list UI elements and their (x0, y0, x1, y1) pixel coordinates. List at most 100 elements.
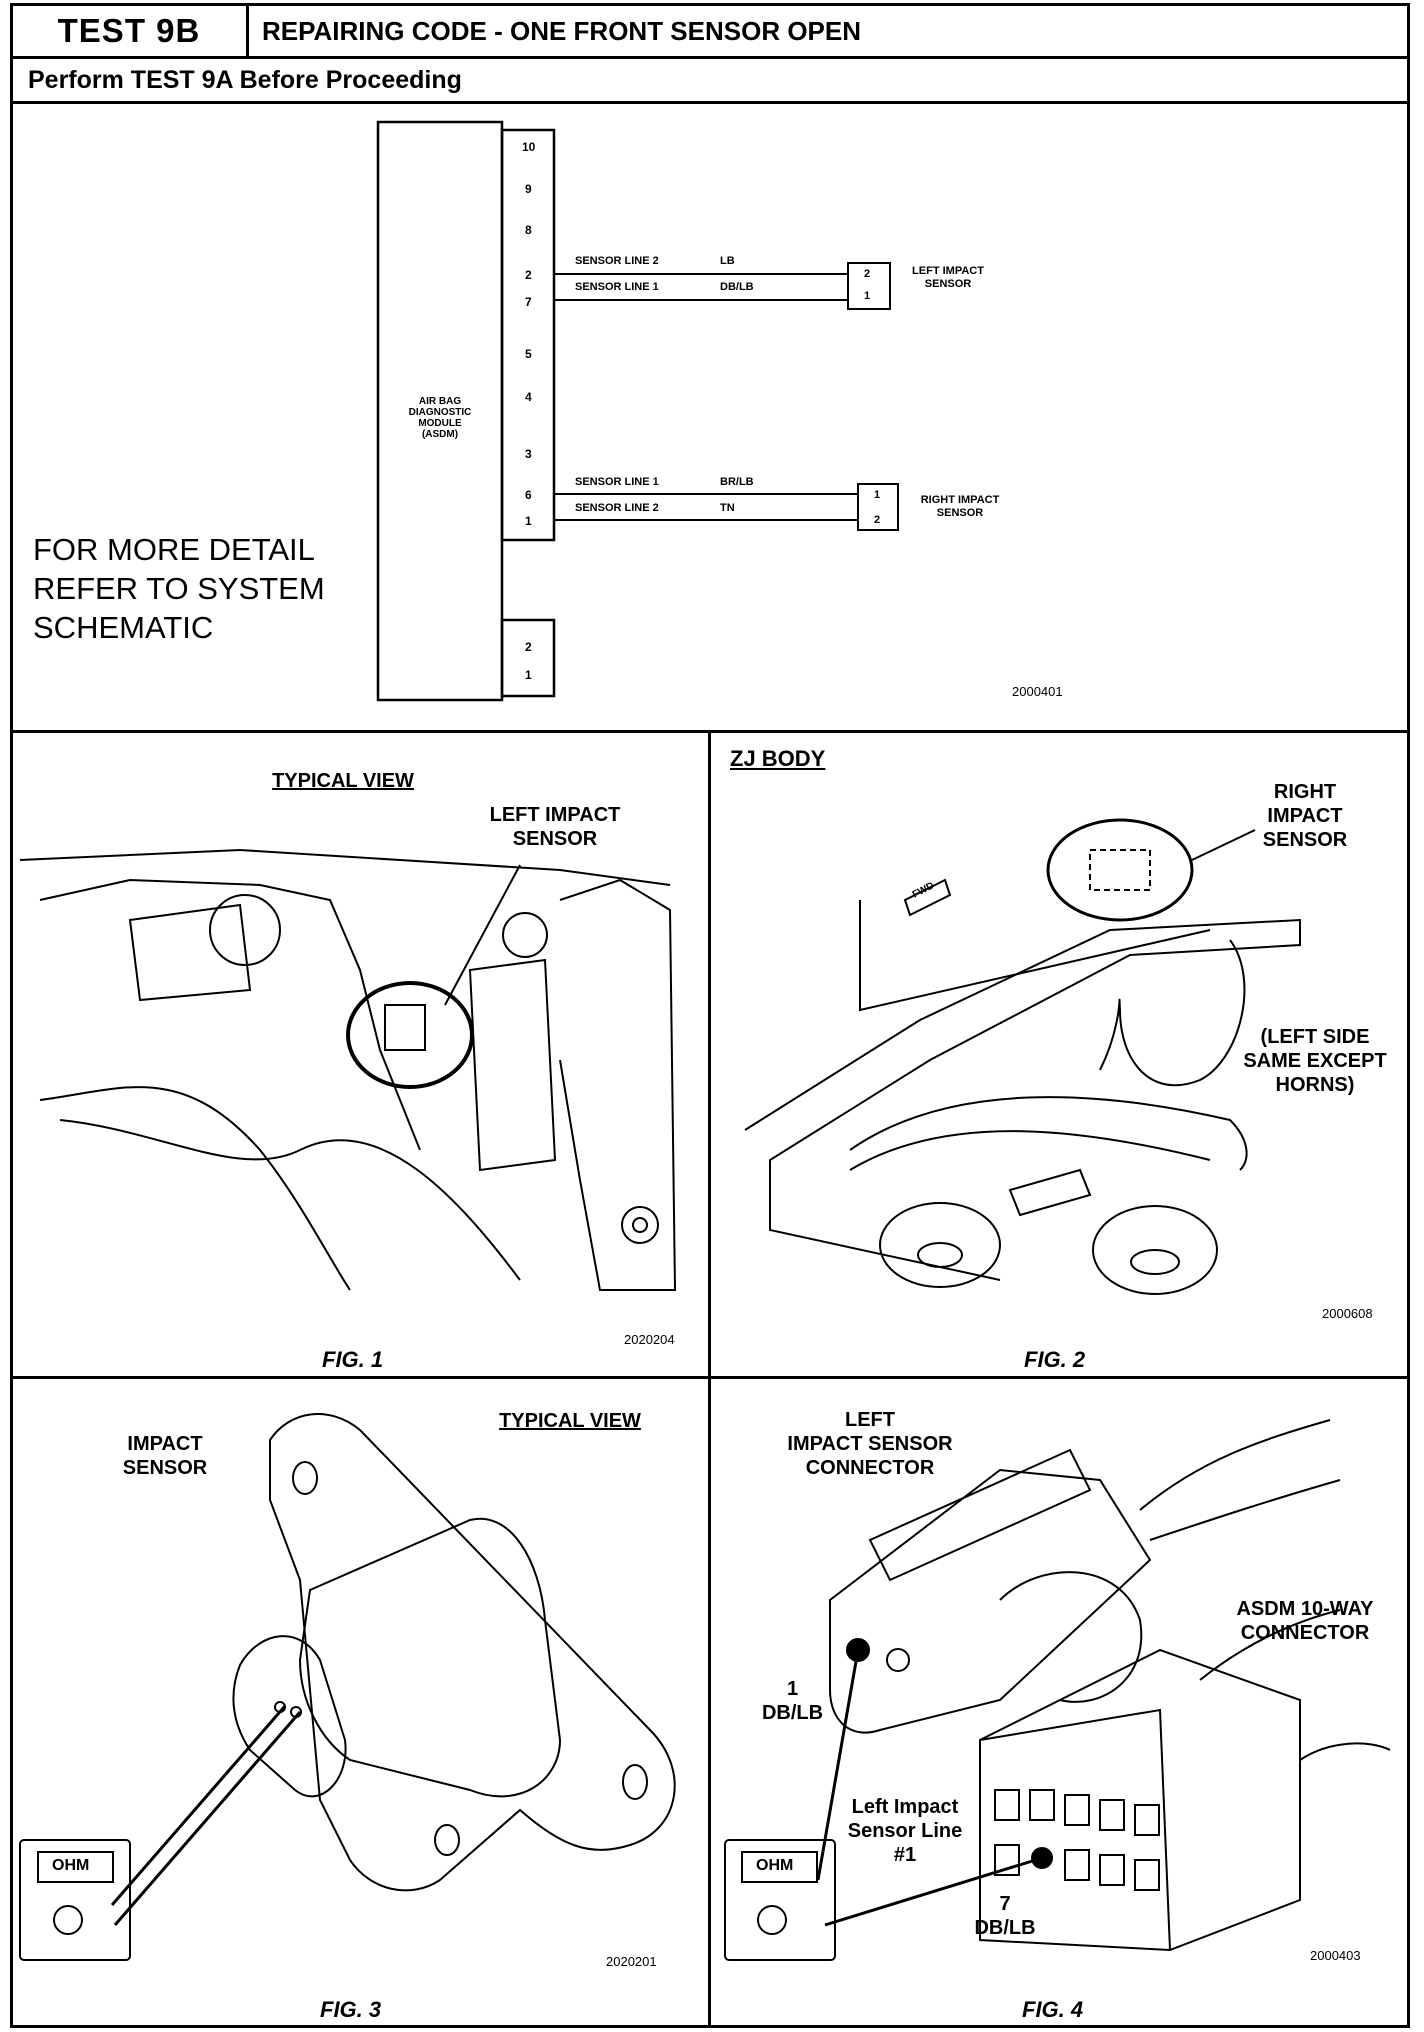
fig2-sensor-body (1089, 849, 1151, 891)
fig4-cav-1 (994, 1789, 1020, 1821)
fig1-radiator-support (128, 903, 252, 1002)
right-wire-2-color: TN (720, 502, 735, 514)
fig1-wheelhouse (559, 878, 677, 1291)
fig4-connector-latch (868, 1448, 1092, 1582)
asdm-label-line-3: MODULE (418, 418, 462, 429)
fig2-callout: RIGHT IMPACT SENSOR (1245, 780, 1365, 852)
fig1-headlamp (209, 894, 281, 966)
fig1-callout: LEFT IMPACT SENSOR (470, 803, 640, 851)
fig3-ohmmeter-display (37, 1851, 114, 1883)
fig1-heading: TYPICAL VIEW (272, 770, 414, 792)
fig1-callout-line-1: LEFT IMPACT (489, 804, 621, 826)
fig3-heading: TYPICAL VIEW (499, 1410, 641, 1432)
pin-9: 9 (525, 182, 532, 196)
pin-10: 10 (522, 140, 536, 154)
fig2-callout-line-3: SENSOR (1262, 829, 1348, 851)
schematic-note: FOR MORE DETAIL REFER TO SYSTEM SCHEMATI… (33, 530, 325, 647)
fig4-asdm-callout: ASDM 10-WAY CONNECTOR (1220, 1597, 1390, 1645)
aux-pin-1: 1 (525, 668, 532, 682)
asdm-label-line-1: AIR BAG (418, 396, 462, 407)
fig2-bracket (1008, 1168, 1092, 1217)
fig4-line-callout-line-1: Left Impact (851, 1796, 959, 1818)
fig4-cav-2 (1029, 1789, 1055, 1821)
page-title: REPAIRING CODE - ONE FRONT SENSOR OPEN (262, 15, 862, 46)
header-separator (246, 3, 249, 58)
fig2-sensor-circle (1046, 818, 1194, 922)
left-sensor-pin-1: 1 (864, 290, 871, 302)
left-wire-2-name: SENSOR LINE 1 (575, 281, 659, 293)
fig1-fender (39, 878, 421, 1151)
asdm-main-connector (500, 128, 556, 542)
fig2-horn-left-inner (917, 1242, 963, 1268)
fig1-bolt (621, 1206, 659, 1244)
fig2-note-line-3: HORNS) (1275, 1074, 1355, 1096)
left-wire-1-color: LB (720, 255, 735, 267)
fig4-pin1-number: 1 (786, 1678, 799, 1700)
fig1-cap (502, 912, 548, 958)
fig4-pin1-callout: 1 DB/LB (750, 1677, 835, 1725)
fig4-asdm-connector (979, 1648, 1301, 1952)
fig3-ohmmeter (19, 1839, 131, 1961)
left-wire-1-name: SENSOR LINE 2 (575, 255, 659, 267)
fig4-asdm-callout-line-2: CONNECTOR (1240, 1622, 1370, 1644)
pin-6: 6 (525, 488, 532, 502)
schematic-note-line-1: FOR MORE DETAIL (33, 532, 315, 567)
fig3-connector-shroud (232, 1635, 347, 1798)
fig2-fwd-arrow (903, 878, 952, 917)
right-sensor-label-line-2: SENSOR (936, 507, 984, 519)
pin-5: 5 (525, 347, 532, 361)
fig3-mounting-flange (269, 1413, 676, 1892)
fig4-wires (1139, 1419, 1341, 1541)
fig3-probe-lead-1 (110, 1705, 287, 1906)
aux-pin-2: 2 (525, 640, 532, 654)
fig1-harness-2 (59, 1119, 521, 1281)
fig2-harness (1099, 939, 1246, 1087)
left-sensor-box (847, 262, 891, 310)
fig2-note-line-2: SAME EXCEPT (1243, 1050, 1387, 1072)
fig2-caption: FIG. 2 (1024, 1347, 1086, 1372)
fig2-callout-line-2: IMPACT (1267, 805, 1343, 827)
fig3-callout-line-2: SENSOR (122, 1457, 208, 1479)
fig1-sensor-body (384, 1004, 426, 1051)
right-sensor-box (857, 483, 899, 531)
fig4-line-callout: Left Impact Sensor Line #1 (835, 1795, 975, 1867)
fig3-flange-hole-bottom (434, 1824, 460, 1856)
left-sensor-label-line-1: LEFT IMPACT (912, 265, 984, 277)
right-wire-1-color: BR/LB (720, 476, 754, 488)
pin-3: 3 (525, 447, 532, 461)
right-wire-1-name: SENSOR LINE 1 (575, 476, 659, 488)
fig4-pin2-cavity (886, 1648, 910, 1672)
fig2-harness-3 (849, 1130, 1211, 1171)
fig3-ohmmeter-dial (53, 1905, 83, 1935)
fig4-pin1-color: DB/LB (761, 1702, 824, 1724)
fig4-probe-lead-1 (816, 1649, 860, 1881)
fig4-pin7-callout: 7 DB/LB (960, 1892, 1050, 1940)
fig2-horn-left (879, 1202, 1001, 1288)
asdm-label-line-2: DIAGNOSTIC (408, 407, 472, 418)
right-sensor-label-line-1: RIGHT IMPACT (920, 494, 1000, 506)
fig4-cav-9 (1099, 1854, 1125, 1886)
asdm-aux-connector (500, 618, 556, 698)
fig1-hood-outline (19, 848, 671, 886)
header-divider (10, 56, 1410, 59)
fig1-code: 2020204 (624, 1332, 675, 1347)
fig4-code: 2000403 (1310, 1948, 1361, 1963)
fig2-note: (LEFT SIDE SAME EXCEPT HORNS) (1230, 1025, 1400, 1097)
fig1-callout-line-2: SENSOR (512, 828, 598, 850)
pin-2: 2 (525, 268, 532, 282)
fig4-sensor-connector (829, 1468, 1152, 1734)
fig3-meter-label: OHM (52, 1857, 90, 1874)
pin-8: 8 (525, 223, 532, 237)
fig2-code: 2000608 (1322, 1306, 1373, 1321)
fig3-callout-line-1: IMPACT (127, 1433, 203, 1455)
fig4-ohmmeter (724, 1839, 836, 1961)
fig4-connector-callout-line-2: IMPACT SENSOR (787, 1433, 953, 1455)
figures-vertical-divider (708, 731, 711, 2028)
fig4-cav-4 (1099, 1799, 1125, 1831)
fig4-connector-callout: LEFT IMPACT SENSOR CONNECTOR (780, 1408, 960, 1480)
fig4-caption: FIG. 4 (1022, 1997, 1084, 2022)
